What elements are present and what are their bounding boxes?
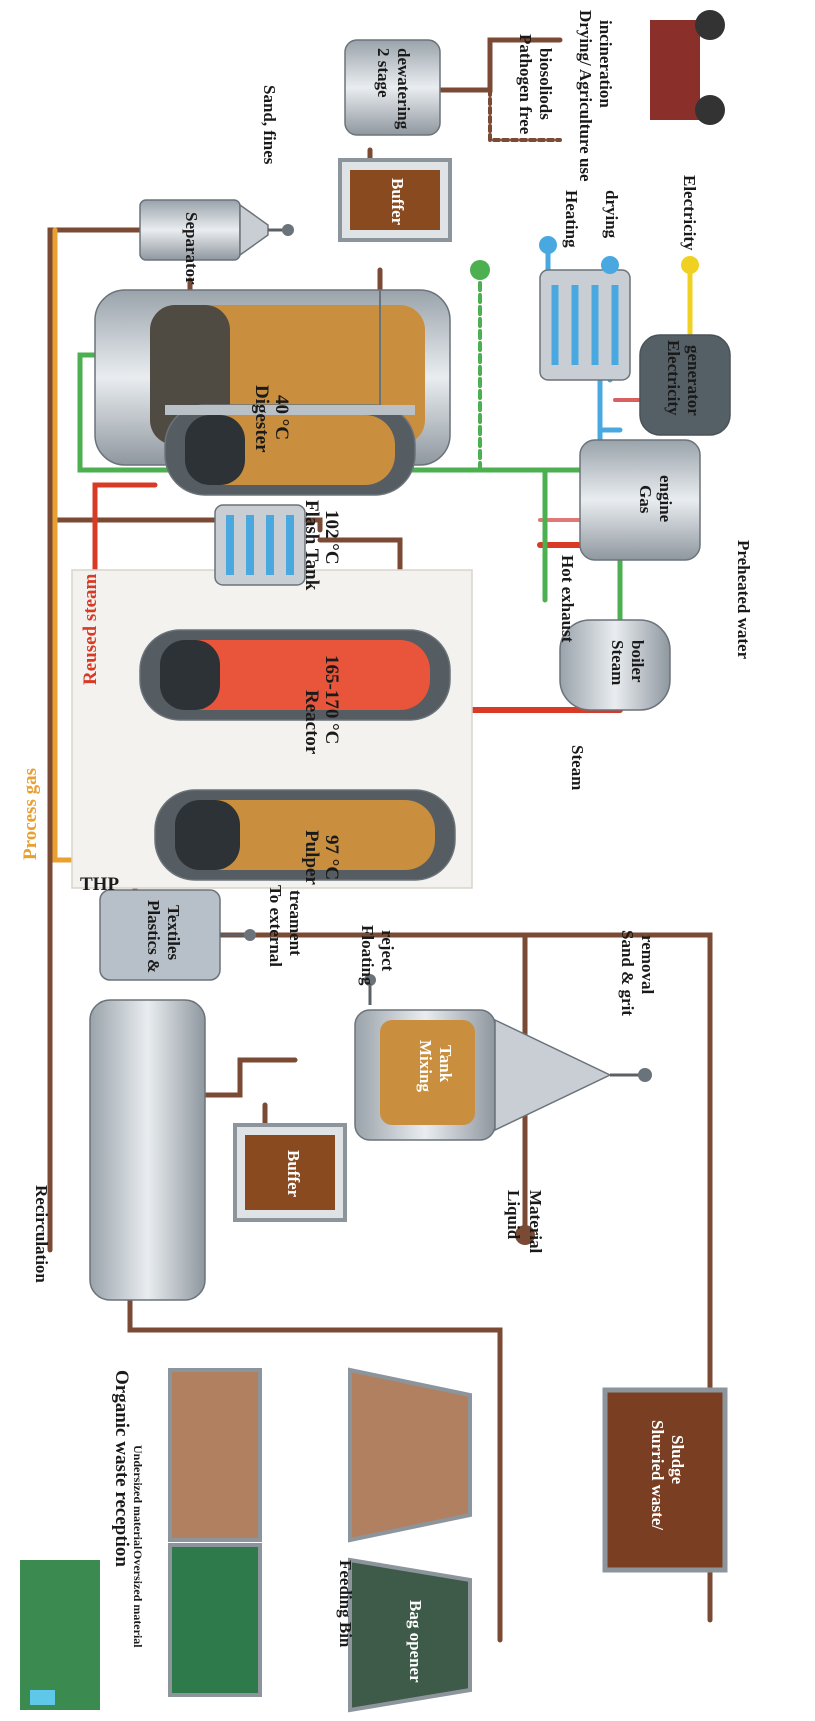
generator-line1: Electricity (664, 340, 683, 416)
heating-exchanger (539, 269, 631, 381)
heating-outlet-icon (539, 236, 557, 254)
plastics-textiles-box (99, 889, 256, 981)
pathogen-line1: Pathogen free (516, 34, 535, 135)
digester-temp: 40 °C (271, 395, 292, 440)
liquid-line1: Liquid (504, 1190, 523, 1240)
electricity-outlet-icon (681, 256, 699, 274)
recirculation-label: Recirculation (32, 1185, 51, 1283)
feeding-bin (348, 1367, 472, 1543)
buffer-top (338, 158, 452, 242)
digester-label: Digester (251, 385, 272, 453)
tractor-icon (650, 10, 725, 125)
sand-fines-label: Sand, fines (260, 85, 279, 165)
boiler-line2: boiler (628, 640, 647, 683)
flash-tank-label: Flash Tank (301, 500, 322, 591)
mixing-tank (354, 974, 652, 1141)
feeding-bin-label: Feeding Bin (336, 1560, 355, 1648)
electricity-generator (639, 334, 731, 436)
pulper (154, 789, 456, 881)
buffer-top-label: Buffer (388, 178, 407, 226)
dewatering-line2: dewatering (394, 48, 413, 130)
bag-opener-label: Bag opener (406, 1600, 425, 1683)
pulper-temp: 97 °C (321, 835, 342, 880)
external-line1: To external (266, 885, 285, 967)
preheated-water-label: Preheated water (734, 540, 753, 660)
reused-steam-label: Reused steam (80, 573, 101, 685)
dewatering-line1: 2 stage (374, 48, 393, 98)
undersized-label: Undersized material (131, 1445, 145, 1550)
separator (139, 199, 294, 261)
mixing-line1: Mixing (416, 1040, 435, 1092)
thp-label: THP (80, 874, 119, 895)
slurry-line1: Slurried waste/ (648, 1420, 667, 1530)
steam-label: Steam (568, 745, 587, 790)
drying-line1: Drying/ Agriculture use (576, 10, 595, 182)
floating-line2: reject (378, 930, 397, 972)
reception-bins (168, 1368, 262, 1697)
bag-opener (348, 1557, 472, 1713)
generator-line2: generator (684, 345, 703, 416)
liquid-inlet-icon (515, 1225, 535, 1245)
plastics-line2: Textiles (164, 905, 183, 960)
pulper-label: Pulper (301, 830, 322, 885)
drying-label: drying (602, 190, 621, 239)
electricity-label: Electricity (680, 175, 699, 251)
gas-engine (579, 439, 701, 561)
gas-engine-line1: Gas (636, 485, 655, 514)
gas-engine-line2: engine (656, 475, 675, 523)
boiler-line1: Steam (608, 640, 627, 685)
floating-line1: Floating (358, 925, 377, 986)
reactor-label: Reactor (301, 690, 322, 755)
plastics-line1: Plastics & (144, 900, 163, 973)
separator-label: Separator (182, 212, 201, 285)
labels-group: Process gas Reused steam THP Pulper 97 °… (20, 10, 753, 1683)
heating-label: Heating (562, 190, 581, 248)
buffer-mid (233, 1123, 347, 1222)
process-gas-label: Process gas (20, 768, 41, 860)
slurry-line2: Sludge (668, 1435, 687, 1485)
sand-grit-line2: removal (638, 935, 657, 994)
truck-icon (20, 1560, 100, 1710)
liquid-line2: Material (526, 1190, 545, 1254)
flash-temp: 102 °C (321, 510, 342, 565)
buffer-mid-label: Buffer (284, 1150, 303, 1198)
reactor (139, 629, 451, 721)
organic-reception-label: Organic waste reception (111, 1370, 132, 1567)
pathogen-line2: biosoliods (536, 48, 555, 120)
mixing-line2: Tank (436, 1045, 455, 1083)
reactor-temp: 165-170 °C (321, 655, 342, 744)
drum-screen (89, 999, 206, 1301)
drying-outlet-icon (601, 256, 619, 274)
gas-outlet-icon (470, 260, 490, 280)
heat-exchanger (214, 504, 306, 586)
flash-tank (164, 404, 416, 496)
drying-line2: incineration (596, 20, 615, 108)
slurry-tank (602, 1387, 728, 1573)
dewatering-unit (344, 39, 441, 136)
hot-exhaust-label: Hot exhaust (558, 555, 577, 643)
external-line2: treament (286, 890, 305, 956)
oversized-label: Oversized material (131, 1550, 145, 1648)
sand-grit-line1: Sand & grit (618, 930, 637, 1016)
steam-boiler (559, 619, 671, 711)
